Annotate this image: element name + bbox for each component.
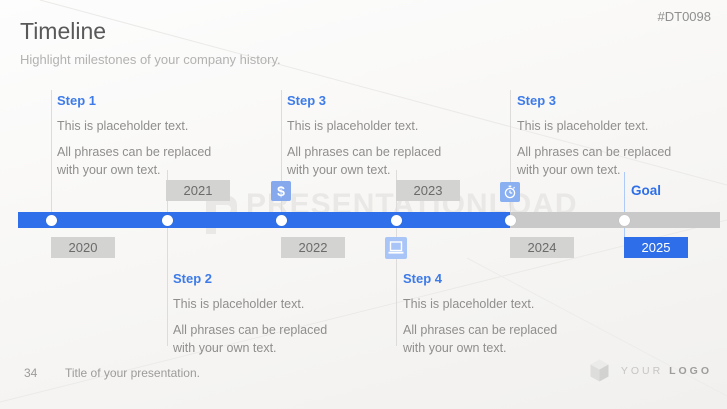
step-text-line: This is placeholder text. (173, 297, 305, 311)
timeline-bar (18, 212, 720, 228)
logo-word-logo: LOGO (669, 364, 712, 377)
milestone-dot-2024 (504, 214, 516, 226)
dollar-icon: $ (271, 181, 291, 201)
step-label: Step 4 (403, 271, 443, 286)
footer-presentation-title: Title of your presentation. (65, 366, 200, 380)
milestone-dot-2021 (161, 214, 173, 226)
laptop-glyph (388, 241, 404, 254)
step-block-3b: Step 3 This is placeholder text. All phr… (517, 93, 677, 179)
page-subtitle: Highlight milestones of your company his… (20, 52, 281, 67)
timeline-bar-progress (18, 212, 510, 228)
year-box-2025: 2025 (624, 237, 688, 258)
step-block-2: Step 2 This is placeholder text. All phr… (173, 271, 333, 357)
template-code: #DT0098 (657, 9, 711, 24)
step-text-line: with your own text. (403, 341, 507, 355)
step-label: Step 1 (57, 93, 97, 108)
laptop-icon (385, 237, 407, 259)
year-box-2024: 2024 (510, 237, 574, 258)
page-title: Timeline (20, 18, 107, 44)
year-box-2023: 2023 (396, 180, 460, 201)
step-text-line: with your own text. (517, 163, 621, 177)
year-box-2020: 2020 (51, 237, 115, 258)
step-text-line: All phrases can be replaced (403, 323, 558, 337)
step-text-line: with your own text. (57, 163, 161, 177)
step-label: Step 3 (287, 93, 327, 108)
cube-logo-icon (590, 359, 609, 382)
step-block-4: Step 4 This is placeholder text. All phr… (403, 271, 563, 357)
step-text-line: This is placeholder text. (57, 119, 189, 133)
year-box-2021: 2021 (166, 180, 230, 201)
connector-line-step3 (281, 90, 282, 212)
milestone-dot-2020 (45, 214, 57, 226)
step-text-line: This is placeholder text. (403, 297, 535, 311)
step-text-line: All phrases can be replaced (173, 323, 328, 337)
connector-line-step4 (396, 228, 397, 346)
step-label: Step 2 (173, 271, 213, 286)
step-text-line: All phrases can be replaced (517, 145, 672, 159)
stopwatch-icon (500, 182, 520, 202)
logo-word-your: YOUR (620, 364, 664, 377)
step-text-line: This is placeholder text. (517, 119, 649, 133)
step-text-line: with your own text. (173, 341, 277, 355)
milestone-dot-2022 (275, 214, 287, 226)
step-text-line: This is placeholder text. (287, 119, 419, 133)
connector-line-step1 (51, 90, 52, 212)
stopwatch-glyph (504, 185, 516, 199)
goal-label: Goal (631, 183, 662, 198)
milestone-dot-2023 (390, 214, 402, 226)
step-text-line: All phrases can be replaced (57, 145, 212, 159)
step-block-1: Step 1 This is placeholder text. All phr… (57, 93, 217, 179)
milestone-dot-2025 (618, 214, 630, 226)
connector-line-goal (624, 172, 625, 237)
step-text-line: with your own text. (287, 163, 391, 177)
year-box-2022: 2022 (281, 237, 345, 258)
connector-line-step2 (167, 228, 168, 346)
step-label: Step 3 (517, 93, 557, 108)
dollar-glyph: $ (277, 183, 285, 199)
page-number: 34 (24, 366, 38, 380)
step-block-3: Step 3 This is placeholder text. All phr… (287, 93, 447, 179)
footer-logo: YOUR LOGO (590, 359, 712, 382)
connector-line-step3b (510, 90, 511, 212)
step-text-line: All phrases can be replaced (287, 145, 442, 159)
